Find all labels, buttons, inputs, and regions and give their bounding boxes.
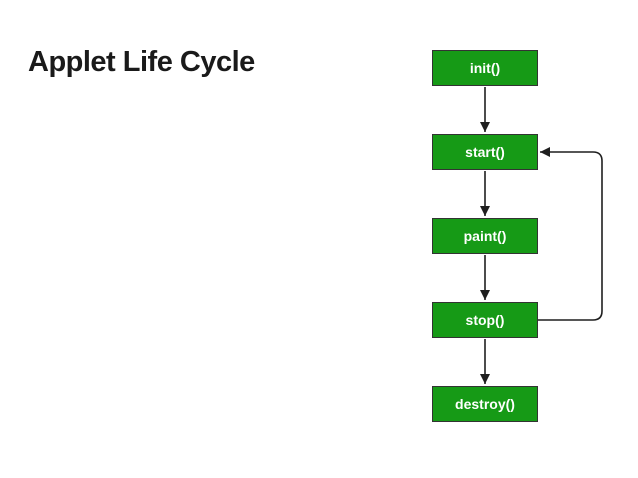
flow-node-destroy-label: destroy() — [455, 396, 515, 412]
arrow-stop-to-start-loop — [538, 147, 603, 321]
flow-node-stop: stop() — [432, 302, 538, 338]
flow-node-stop-label: stop() — [465, 312, 505, 328]
page-title: Applet Life Cycle — [28, 46, 255, 78]
flow-node-paint-label: paint() — [463, 228, 507, 244]
flow-node-init: init() — [432, 50, 538, 86]
flow-node-init-label: init() — [469, 60, 501, 76]
flow-node-destroy: destroy() — [432, 386, 538, 422]
flow-node-start: start() — [432, 134, 538, 170]
flow-node-paint: paint() — [432, 218, 538, 254]
flow-node-start-label: start() — [465, 144, 505, 160]
